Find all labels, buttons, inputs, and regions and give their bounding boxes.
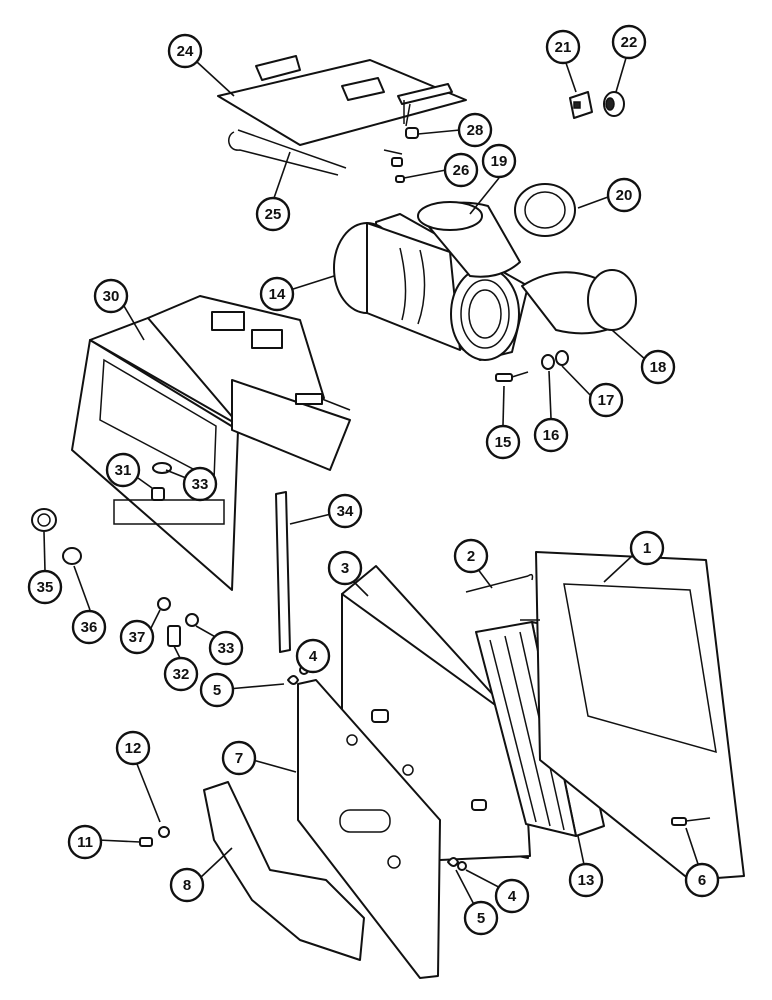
svg-text:31: 31 xyxy=(115,462,132,479)
svg-text:11: 11 xyxy=(77,834,93,851)
svg-text:35: 35 xyxy=(37,579,54,596)
callout-21: 21 xyxy=(545,29,581,65)
svg-text:33: 33 xyxy=(218,640,235,657)
part-19-duct-elbow xyxy=(417,201,521,278)
callout-35: 35 xyxy=(27,569,63,605)
part-34-strip xyxy=(275,491,291,653)
svg-text:19: 19 xyxy=(491,153,508,170)
callout-14: 14 xyxy=(259,276,295,312)
svg-text:28: 28 xyxy=(467,122,484,139)
callout-17: 17 xyxy=(588,382,624,418)
svg-text:1: 1 xyxy=(643,540,651,557)
part-31-screw xyxy=(151,487,165,501)
part-15-screw xyxy=(495,371,529,382)
part-22-knob xyxy=(603,91,625,117)
callout-26: 26 xyxy=(443,152,479,188)
part-11-screw xyxy=(139,837,153,847)
part-7-panel xyxy=(297,679,441,979)
callout-15: 15 xyxy=(485,424,521,460)
callout-36: 36 xyxy=(71,609,107,645)
part-2-rod xyxy=(465,573,534,593)
part-6-screw xyxy=(671,817,711,826)
svg-text:36: 36 xyxy=(81,619,98,636)
callout-5b: 5 xyxy=(463,900,499,936)
callout-28: 28 xyxy=(457,112,493,148)
callout-1: 1 xyxy=(629,530,665,566)
callout-6: 6 xyxy=(684,862,720,898)
callout-8: 8 xyxy=(169,867,205,903)
callout-3: 3 xyxy=(327,550,363,586)
svg-text:16: 16 xyxy=(543,427,560,444)
part-37-nut xyxy=(157,597,171,611)
svg-text:26: 26 xyxy=(453,162,470,179)
part-12-washer xyxy=(158,826,170,838)
svg-text:14: 14 xyxy=(269,286,286,303)
svg-text:3: 3 xyxy=(341,560,349,577)
callout-37: 37 xyxy=(119,619,155,655)
svg-text:24: 24 xyxy=(177,43,194,60)
svg-text:37: 37 xyxy=(129,629,146,646)
svg-text:4: 4 xyxy=(508,888,517,905)
svg-text:5: 5 xyxy=(213,682,221,699)
callout-18: 18 xyxy=(640,349,676,385)
part-14-blower-assembly xyxy=(333,213,529,361)
svg-text:32: 32 xyxy=(173,666,190,683)
part-33-washer-2 xyxy=(185,613,199,627)
callout-30: 30 xyxy=(93,278,129,314)
svg-text:13: 13 xyxy=(578,872,595,889)
callout-33b: 33 xyxy=(208,630,244,666)
callout-12: 12 xyxy=(115,730,151,766)
callout-25: 25 xyxy=(255,196,291,232)
callout-33a: 33 xyxy=(182,466,218,502)
callout-34: 34 xyxy=(327,493,363,529)
svg-text:12: 12 xyxy=(125,740,142,757)
part-16-washer xyxy=(541,354,555,370)
part-25-strip xyxy=(228,129,347,176)
part-17-nut xyxy=(555,350,569,366)
callout-19: 19 xyxy=(481,143,517,179)
callout-7: 7 xyxy=(221,740,257,776)
svg-text:30: 30 xyxy=(103,288,120,305)
part-5-wingnut xyxy=(287,675,459,867)
part-30-housing xyxy=(71,295,351,591)
svg-text:2: 2 xyxy=(467,548,475,565)
callout-20: 20 xyxy=(606,177,642,213)
svg-text:5: 5 xyxy=(477,910,485,927)
svg-text:15: 15 xyxy=(495,434,512,451)
callout-2: 2 xyxy=(453,538,489,574)
callout-13: 13 xyxy=(568,862,604,898)
callout-4a: 4 xyxy=(295,638,331,674)
part-35-grommet xyxy=(31,508,57,532)
callout-4b: 4 xyxy=(494,878,530,914)
part-8-deflector xyxy=(203,781,365,961)
part-24-cover-plate xyxy=(217,55,467,146)
part-20-duct-ring xyxy=(514,183,576,237)
part-26-28-fasteners xyxy=(383,127,419,183)
svg-text:25: 25 xyxy=(265,206,282,223)
svg-text:34: 34 xyxy=(337,503,354,520)
callout-11: 11 xyxy=(67,824,103,860)
callout-22: 22 xyxy=(611,24,647,60)
svg-text:21: 21 xyxy=(555,39,572,56)
callout-5a: 5 xyxy=(199,672,235,708)
part-36-plug xyxy=(62,547,82,565)
svg-text:22: 22 xyxy=(621,34,638,51)
svg-text:7: 7 xyxy=(235,750,243,767)
callout-31: 31 xyxy=(105,452,141,488)
callout-16: 16 xyxy=(533,417,569,453)
svg-text:20: 20 xyxy=(616,187,633,204)
svg-text:4: 4 xyxy=(309,648,318,665)
part-18-duct-elbow xyxy=(521,269,637,335)
callout-32: 32 xyxy=(163,656,199,692)
svg-text:33: 33 xyxy=(192,476,209,493)
svg-text:17: 17 xyxy=(598,392,615,409)
part-21-relay xyxy=(569,91,593,119)
svg-text:18: 18 xyxy=(650,359,667,376)
svg-text:6: 6 xyxy=(698,872,706,889)
callout-24: 24 xyxy=(167,33,203,69)
svg-text:8: 8 xyxy=(183,877,191,894)
part-32-bolt xyxy=(167,625,181,647)
